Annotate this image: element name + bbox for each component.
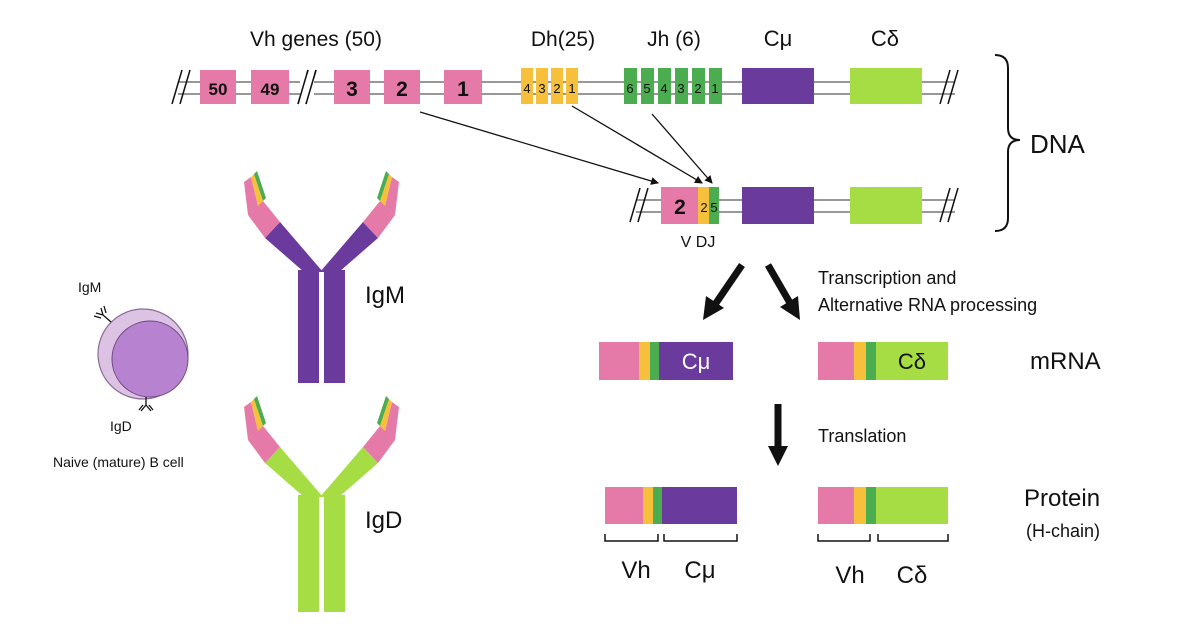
- igd-receptor-icon: [138, 397, 154, 412]
- j-gene: [624, 68, 637, 104]
- j-gene-label: 3: [677, 81, 684, 96]
- protein-brackets: [604, 534, 949, 542]
- c-delta-gene: [850, 68, 922, 104]
- transcription-label: Transcription and: [818, 268, 956, 288]
- igm-label: IgM: [365, 282, 405, 309]
- j-gene-label: 2: [694, 81, 701, 96]
- v-gene-label: 1: [457, 78, 469, 101]
- vdj-label: V DJ: [681, 234, 716, 251]
- v-gene-label: 50: [209, 80, 228, 99]
- d-gene: [521, 68, 533, 104]
- j-gene: [692, 68, 705, 104]
- v-gene-1: [444, 70, 482, 104]
- dna-label: DNA: [1030, 129, 1086, 159]
- mrna-c-mu: Cμ: [599, 342, 733, 380]
- igd-antibody: [244, 396, 399, 612]
- mrna-c-mu-label: Cμ: [682, 349, 711, 374]
- protein-c-mu: [605, 487, 737, 524]
- v-gene-3: [334, 70, 370, 104]
- protein-vh-label: Vh: [835, 562, 864, 589]
- cell-igd-label: IgD: [110, 418, 132, 434]
- germline-dna: 50 49 3 2 1 4 3 2 1 6 5 4 3 2 1: [171, 68, 959, 105]
- d-gene-label: 1: [568, 81, 575, 96]
- rearranged-dna: 2 2 5: [629, 187, 959, 224]
- alt-processing-label: Alternative RNA processing: [818, 295, 1037, 315]
- c-mu-header: Cμ: [764, 26, 793, 51]
- vh-genes-label: Vh genes (50): [250, 28, 382, 51]
- igd-label: IgD: [365, 507, 402, 534]
- b-cell-label: Naive (mature) B cell: [53, 454, 184, 470]
- j-gene-label: 4: [660, 81, 667, 96]
- j-gene: [641, 68, 654, 104]
- j-gene-label: 1: [711, 81, 718, 96]
- v-gene-label: 2: [396, 78, 408, 101]
- v-gene-50: [200, 70, 236, 104]
- d-gene: [536, 68, 548, 104]
- v-gene-label: 49: [261, 80, 280, 99]
- d-gene-label: 3: [538, 81, 545, 96]
- j-gene: [675, 68, 688, 104]
- d-gene: [566, 68, 578, 104]
- translation-label: Translation: [818, 426, 906, 446]
- c-mu-gene: [742, 68, 814, 104]
- recombined-c-mu: [742, 187, 814, 224]
- b-cell: [93, 305, 189, 412]
- recombined-v: [661, 187, 698, 224]
- h-chain-label: (H-chain): [1026, 521, 1100, 541]
- recombined-j: [709, 187, 719, 224]
- break-mark: [171, 69, 959, 105]
- igm-antibody: [244, 171, 399, 383]
- protein-c-mu-label: Cμ: [684, 557, 715, 584]
- j-gene: [658, 68, 671, 104]
- igm-receptor-icon: [93, 305, 112, 323]
- v-gene-49: [251, 70, 289, 104]
- dna-brace: [994, 54, 1021, 232]
- mrna-c-delta: Cδ: [818, 342, 948, 380]
- jh-label: Jh (6): [647, 28, 701, 51]
- cell-igm-label: IgM: [78, 279, 101, 295]
- mrna-c-delta-label: Cδ: [898, 349, 926, 374]
- v-gene-label: 3: [346, 78, 358, 101]
- mrna-label: mRNA: [1030, 348, 1101, 375]
- v-gene-2: [384, 70, 420, 104]
- recombined-c-delta: [850, 187, 922, 224]
- dh-label: Dh(25): [531, 28, 595, 51]
- d-gene-label: 4: [523, 81, 530, 96]
- recombined-d: [698, 187, 709, 224]
- recombined-v-label: 2: [674, 196, 686, 219]
- j-gene-label: 5: [643, 81, 650, 96]
- transcription-arrows: [703, 263, 800, 320]
- protein-c-delta: [818, 487, 948, 524]
- recombined-d-label: 2: [700, 200, 707, 215]
- j-gene: [709, 68, 722, 104]
- c-delta-header: Cδ: [871, 26, 899, 51]
- protein-vh-label: Vh: [621, 557, 650, 584]
- d-gene: [551, 68, 563, 104]
- protein-c-delta-label: Cδ: [897, 562, 928, 589]
- recombination-arrows: [419, 105, 713, 185]
- j-gene-label: 6: [626, 81, 633, 96]
- protein-label: Protein: [1024, 485, 1100, 512]
- recombined-j-label: 5: [710, 200, 717, 215]
- d-gene-label: 2: [553, 81, 560, 96]
- translation-arrow: [768, 404, 788, 466]
